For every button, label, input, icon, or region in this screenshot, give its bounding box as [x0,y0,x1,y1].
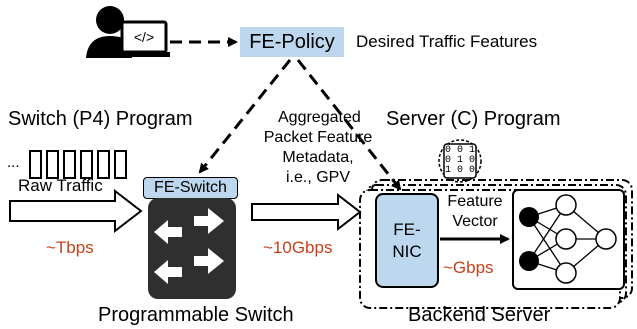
desired-features-label: Desired Traffic Features [356,32,538,51]
metadata-line-1: Aggregated [278,109,361,126]
metadata-line-2: Packet Feature [263,129,373,146]
policy-to-switch-arrow [198,59,292,174]
metadata-line-3: Metadata, [282,149,354,166]
ellipsis: ... [7,154,20,171]
fe-switch-label: FE-Switch [143,177,238,199]
chip-bits-row-3: 1 0 0 [444,165,475,176]
packet [97,150,110,179]
binary-chip-icon [438,139,482,183]
switch-program-title: Switch (P4) Program [8,108,193,130]
chip-bits-row-1: 0 0 1 [444,145,475,156]
server-program-title: Server (C) Program [386,108,561,130]
feature-rate: ~Gbps [443,258,494,277]
packet [29,150,42,179]
raw-traffic-label: Raw Traffic [18,176,103,195]
metadata-line-4: i.e., GPV [285,169,351,186]
programmable-switch [148,198,236,299]
feature-line-1: Feature [447,193,503,210]
metadata-arrow [251,192,362,232]
switch-caption: Programmable Switch [98,304,294,326]
packet [63,150,76,179]
neural-network-box [512,189,625,290]
raw-traffic-rate: ~Tbps [46,238,94,257]
fe-nic-box: FE- NIC [375,193,439,288]
feature-line-2: Vector [452,213,498,230]
packet [80,150,93,179]
developer-icon [86,6,170,58]
code-glyph: </> [134,29,154,45]
metadata-rate: ~10Gbps [263,238,333,257]
fe-policy-box: FE-Policy [240,27,344,57]
packet [46,150,59,179]
server-caption: Backend Server [408,304,551,326]
chip-bits-row-2: 0 1 0 [444,155,475,166]
nic-line-2: NIC [392,241,422,261]
neural-network-icon [519,194,617,284]
policy-to-nic-arrow [296,59,402,191]
raw-traffic-arrow [9,188,143,234]
switch-arrows-icon [154,208,224,284]
nic-line-1: FE- [393,220,421,240]
packet [114,150,127,179]
